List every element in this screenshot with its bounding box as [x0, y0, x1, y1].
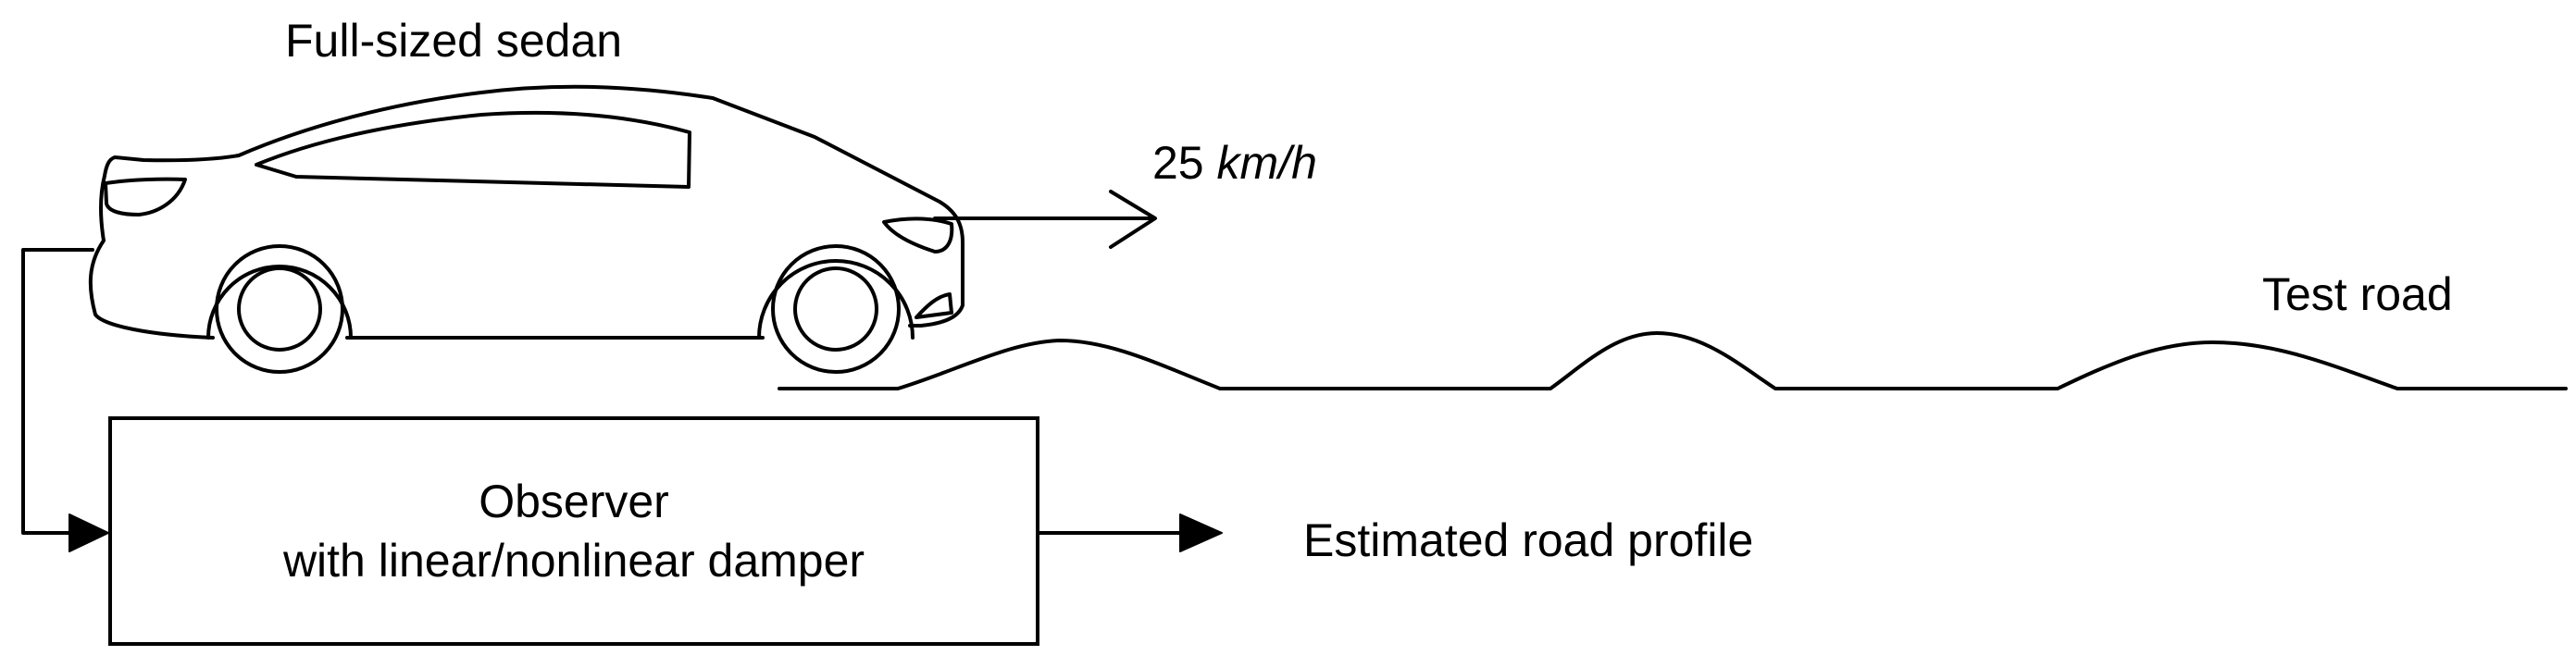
- observer-block: Observer with linear/nonlinear damper: [108, 416, 1039, 646]
- observer-title: Observer: [479, 476, 669, 527]
- measurement-arrowhead: [68, 513, 109, 552]
- speed-label: 25 km/h: [1152, 135, 1317, 191]
- front-wheel-arch: [757, 259, 915, 340]
- output-label: Estimated road profile: [1303, 514, 1754, 566]
- rear-wheel-arch: [206, 265, 353, 340]
- car-fog-light: [915, 292, 953, 319]
- velocity-arrow: [933, 190, 1157, 249]
- front-wheel-tire: [771, 244, 901, 374]
- car-window: [255, 110, 691, 189]
- output-arrowhead: [1179, 513, 1223, 552]
- rear-wheel-tire: [215, 244, 344, 374]
- sedan-icon: [88, 84, 964, 374]
- measurement-signal-line: [21, 248, 94, 535]
- front-wheel-rim: [793, 266, 878, 352]
- car-rear-light: [104, 177, 187, 216]
- speed-value: 25: [1152, 137, 1204, 189]
- speed-unit: km/h: [1216, 137, 1317, 189]
- observer-subtitle: with linear/nonlinear damper: [282, 535, 865, 587]
- test-road-profile: [778, 331, 2568, 390]
- rear-wheel-rim: [237, 266, 322, 352]
- vehicle-label: Full-sized sedan: [285, 15, 623, 67]
- car-body-outline: [88, 84, 964, 340]
- road-label: Test road: [2262, 268, 2453, 320]
- car-headlight: [882, 216, 954, 254]
